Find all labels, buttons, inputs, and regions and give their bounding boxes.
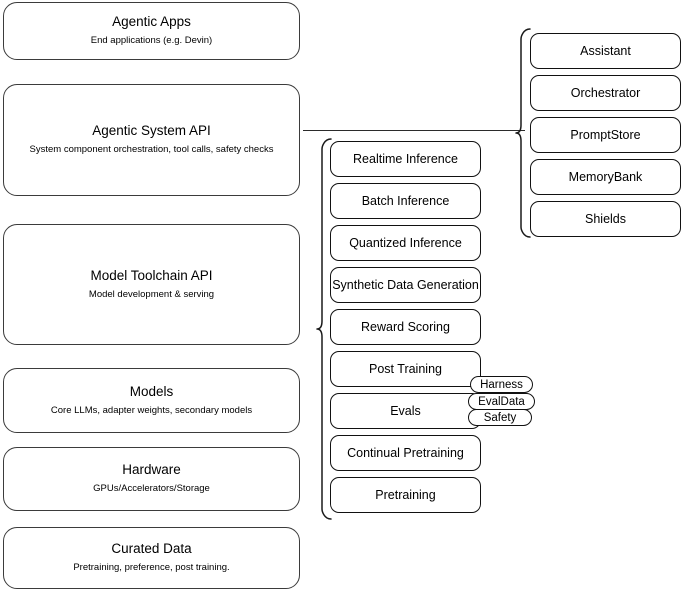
system-item-label: Assistant (580, 44, 631, 58)
toolchain-item-label: Quantized Inference (349, 236, 462, 250)
toolchain-item-post-training[interactable]: Post Training (330, 351, 481, 387)
toolchain-item-realtime-inference[interactable]: Realtime Inference (330, 141, 481, 177)
toolchain-item-label: Batch Inference (361, 194, 450, 208)
toolchain-item-label: Evals (390, 404, 421, 418)
evals-tag-label: Safety (483, 411, 517, 424)
evals-tag-safety[interactable]: Safety (468, 409, 532, 426)
system-item-assistant[interactable]: Assistant (530, 33, 681, 69)
toolchain-item-label: Realtime Inference (353, 152, 458, 166)
system-api-connector-line (303, 130, 525, 132)
system-item-memorybank[interactable]: MemoryBank (530, 159, 681, 195)
evals-tag-evaldata[interactable]: EvalData (468, 393, 535, 410)
toolchain-brace-icon (316, 138, 332, 520)
system-item-label: Shields (585, 212, 626, 226)
toolchain-item-label: Synthetic Data Generation (332, 278, 479, 292)
toolchain-item-reward-scoring[interactable]: Reward Scoring (330, 309, 481, 345)
toolchain-item-label: Post Training (369, 362, 442, 376)
layer-title: Curated Data (111, 541, 192, 557)
toolchain-item-evals[interactable]: Evals (330, 393, 481, 429)
toolchain-item-label: Continual Pretraining (347, 446, 464, 460)
system-item-label: MemoryBank (568, 170, 643, 184)
system-item-orchestrator[interactable]: Orchestrator (530, 75, 681, 111)
layer-title: Hardware (122, 462, 181, 478)
layer-title: Agentic Apps (112, 14, 191, 30)
toolchain-item-quantized-inference[interactable]: Quantized Inference (330, 225, 481, 261)
layer-subtitle: Pretraining, preference, post training. (73, 562, 230, 574)
toolchain-item-synthetic-data-generation[interactable]: Synthetic Data Generation (330, 267, 481, 303)
toolchain-item-label: Reward Scoring (361, 320, 450, 334)
layer-subtitle: GPUs/Accelerators/Storage (93, 483, 210, 495)
layer-title: Agentic System API (92, 123, 211, 139)
layer-card-agentic-system-api[interactable]: Agentic System API System component orche… (3, 84, 300, 196)
toolchain-item-batch-inference[interactable]: Batch Inference (330, 183, 481, 219)
evals-tag-harness[interactable]: Harness (470, 376, 533, 393)
evals-tag-label: EvalData (478, 395, 525, 408)
toolchain-item-continual-pretraining[interactable]: Continual Pretraining (330, 435, 481, 471)
layer-subtitle: System component orchestration, tool cal… (29, 144, 274, 156)
layer-subtitle: Model development & serving (88, 288, 215, 300)
layer-title: Models (129, 383, 174, 399)
system-item-label: PromptStore (570, 128, 641, 142)
layer-subtitle: End applications (e.g. Devin) (90, 35, 213, 47)
system-item-promptstore[interactable]: PromptStore (530, 117, 681, 153)
system-brace-icon (515, 28, 531, 238)
toolchain-item-label: Pretraining (375, 488, 436, 502)
system-item-label: Orchestrator (570, 86, 641, 100)
system-item-shields[interactable]: Shields (530, 201, 681, 237)
toolchain-item-pretraining[interactable]: Pretraining (330, 477, 481, 513)
layer-title: Model Toolchain API (90, 267, 213, 283)
evals-tag-label: Harness (480, 378, 523, 391)
layer-subtitle: Core LLMs, adapter weights, secondary mo… (50, 404, 253, 416)
layer-card-model-toolchain-api[interactable]: Model Toolchain API Model development & s… (3, 224, 300, 345)
